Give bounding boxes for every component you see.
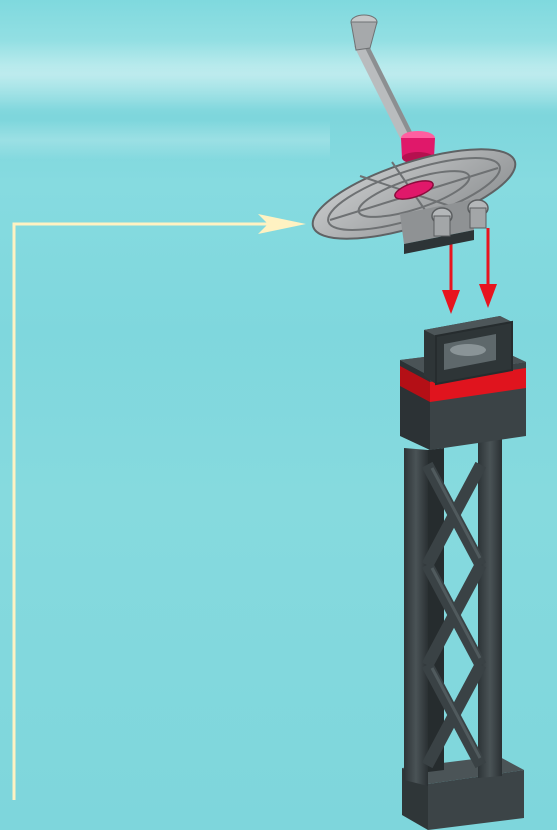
guide-line [14,224,270,800]
sky-haze [0,40,557,160]
attach-arrowhead-icon [442,290,460,314]
attach-arrowhead-icon [479,284,497,308]
lattice-tower [400,316,526,830]
